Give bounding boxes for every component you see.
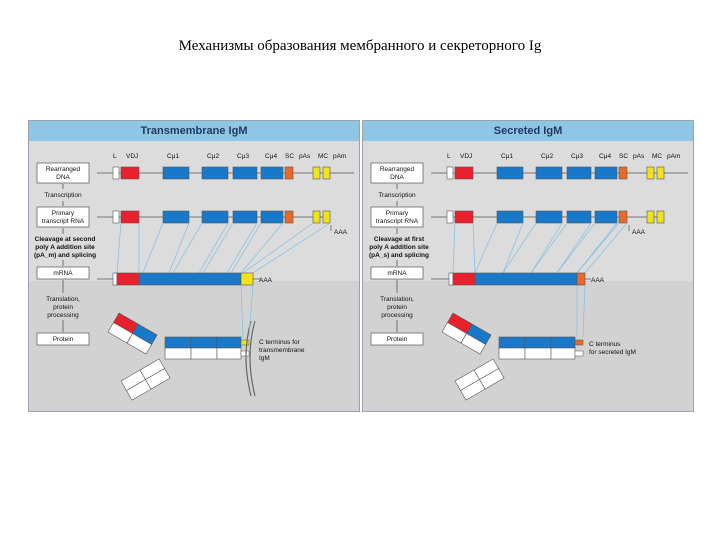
splice-lines: [452, 222, 628, 274]
svg-text:transcript RNA: transcript RNA: [42, 218, 85, 225]
svg-text:poly A addition site: poly A addition site: [369, 244, 429, 251]
svg-text:processing: processing: [381, 312, 413, 319]
transmembrane-panel: Transmembrane IgM Rearranged DNA Transcr…: [28, 120, 360, 412]
transmembrane-diagram: Rearranged DNA Transcription Primary tra…: [29, 141, 359, 411]
row-label-mrna: mRNA: [370, 266, 424, 280]
dna-row: [97, 166, 354, 180]
aaa-mrna: AAA: [259, 277, 273, 284]
svg-text:Cμ1: Cμ1: [167, 153, 179, 160]
svg-text:transcript RNA: transcript RNA: [376, 218, 419, 225]
svg-text:Rearranged: Rearranged: [380, 166, 415, 173]
svg-text:Translation,: Translation,: [380, 296, 414, 303]
svg-text:pAm: pAm: [333, 153, 346, 160]
primary-rna-row: AAA: [431, 210, 665, 236]
svg-text:processing: processing: [47, 312, 79, 319]
cterm-label: C terminus for secreted IgM: [589, 341, 636, 356]
slide-title: Механизмы образования мембранного и секр…: [178, 38, 542, 54]
svg-text:MC: MC: [318, 153, 328, 160]
svg-text:(pA_s) and splicing: (pA_s) and splicing: [369, 252, 429, 259]
aaa-mrna: AAA: [591, 277, 605, 284]
svg-text:for secreted IgM: for secreted IgM: [589, 349, 636, 356]
gene-labels: L VDJ Cμ1 Cμ2 Cμ3 Cμ4 SC pAs MC pAm: [447, 153, 680, 160]
row-label-dna: Rearranged DNA: [36, 162, 90, 184]
svg-text:Cμ1: Cμ1: [501, 153, 513, 160]
svg-text:VDJ: VDJ: [126, 153, 138, 160]
svg-text:Translation,: Translation,: [46, 296, 80, 303]
dna-row: [431, 166, 688, 180]
splice-lines: [116, 222, 331, 274]
mrna-row: AAA: [97, 272, 273, 286]
svg-text:protein: protein: [53, 304, 73, 311]
translation-label: Translation, protein processing: [380, 296, 414, 319]
protein-drawing: [107, 284, 256, 401]
svg-text:Cμ2: Cμ2: [207, 153, 219, 160]
secreted-diagram: Rearranged DNA Transcription Primary tra…: [363, 141, 693, 411]
svg-text:VDJ: VDJ: [460, 153, 472, 160]
svg-text:Protein: Protein: [387, 336, 408, 343]
svg-text:SC: SC: [285, 153, 294, 160]
svg-text:DNA: DNA: [56, 174, 70, 181]
svg-text:transmembrane: transmembrane: [259, 347, 305, 354]
svg-text:Cμ2: Cμ2: [541, 153, 553, 160]
svg-text:mRNA: mRNA: [387, 270, 407, 277]
aaa-primary: AAA: [632, 229, 646, 236]
row-label-mrna: mRNA: [36, 266, 90, 280]
svg-text:pAs: pAs: [633, 153, 645, 160]
row-label-primary: Primary transcript RNA: [370, 206, 424, 228]
svg-text:Cleavage at first: Cleavage at first: [374, 236, 425, 243]
svg-text:Primary: Primary: [52, 210, 75, 217]
transcription-label: Transcription: [44, 192, 82, 199]
cleavage-label: Cleavage at first poly A addition site (…: [369, 236, 429, 259]
row-label-dna: Rearranged DNA: [370, 162, 424, 184]
svg-text:(pA_m) and splicing: (pA_m) and splicing: [34, 252, 96, 259]
svg-text:mRNA: mRNA: [53, 270, 73, 277]
svg-text:pAs: pAs: [299, 153, 311, 160]
panel-title: Secreted IgM: [363, 121, 693, 141]
svg-text:C terminus: C terminus: [589, 341, 621, 348]
svg-text:DNA: DNA: [390, 174, 404, 181]
svg-text:Cleavage at second: Cleavage at second: [35, 236, 96, 243]
svg-text:Cμ3: Cμ3: [237, 153, 249, 160]
translation-label: Translation, protein processing: [46, 296, 80, 319]
svg-text:MC: MC: [652, 153, 662, 160]
row-label-protein: Protein: [370, 332, 424, 346]
svg-text:Protein: Protein: [53, 336, 74, 343]
aaa-primary: AAA: [334, 229, 348, 236]
panel-title: Transmembrane IgM: [29, 121, 359, 141]
svg-text:poly A addition site: poly A addition site: [35, 244, 95, 251]
svg-text:Cμ4: Cμ4: [599, 153, 611, 160]
mrna-row: AAA: [431, 272, 605, 286]
svg-text:Cμ3: Cμ3: [571, 153, 583, 160]
svg-text:SC: SC: [619, 153, 628, 160]
svg-text:Cμ4: Cμ4: [265, 153, 277, 160]
gene-labels: L VDJ Cμ1 Cμ2 Cμ3 Cμ4 SC pAs MC pAm: [113, 153, 346, 160]
row-label-protein: Protein: [36, 332, 90, 346]
svg-text:L: L: [113, 153, 117, 160]
svg-text:Rearranged: Rearranged: [46, 166, 81, 173]
protein-drawing: [441, 284, 586, 401]
svg-text:Primary: Primary: [386, 210, 409, 217]
svg-text:IgM: IgM: [259, 355, 270, 362]
row-label-primary: Primary transcript RNA: [36, 206, 90, 228]
cterm-label: C terminus for transmembrane IgM: [259, 339, 305, 362]
transcription-label: Transcription: [378, 192, 416, 199]
secreted-panel: Secreted IgM Rearranged DNA Transcriptio…: [362, 120, 694, 412]
svg-text:C terminus for: C terminus for: [259, 339, 301, 346]
svg-text:protein: protein: [387, 304, 407, 311]
svg-text:L: L: [447, 153, 451, 160]
cleavage-label: Cleavage at second poly A addition site …: [34, 236, 96, 259]
primary-rna-row: AAA: [97, 210, 348, 236]
svg-text:pAm: pAm: [667, 153, 680, 160]
